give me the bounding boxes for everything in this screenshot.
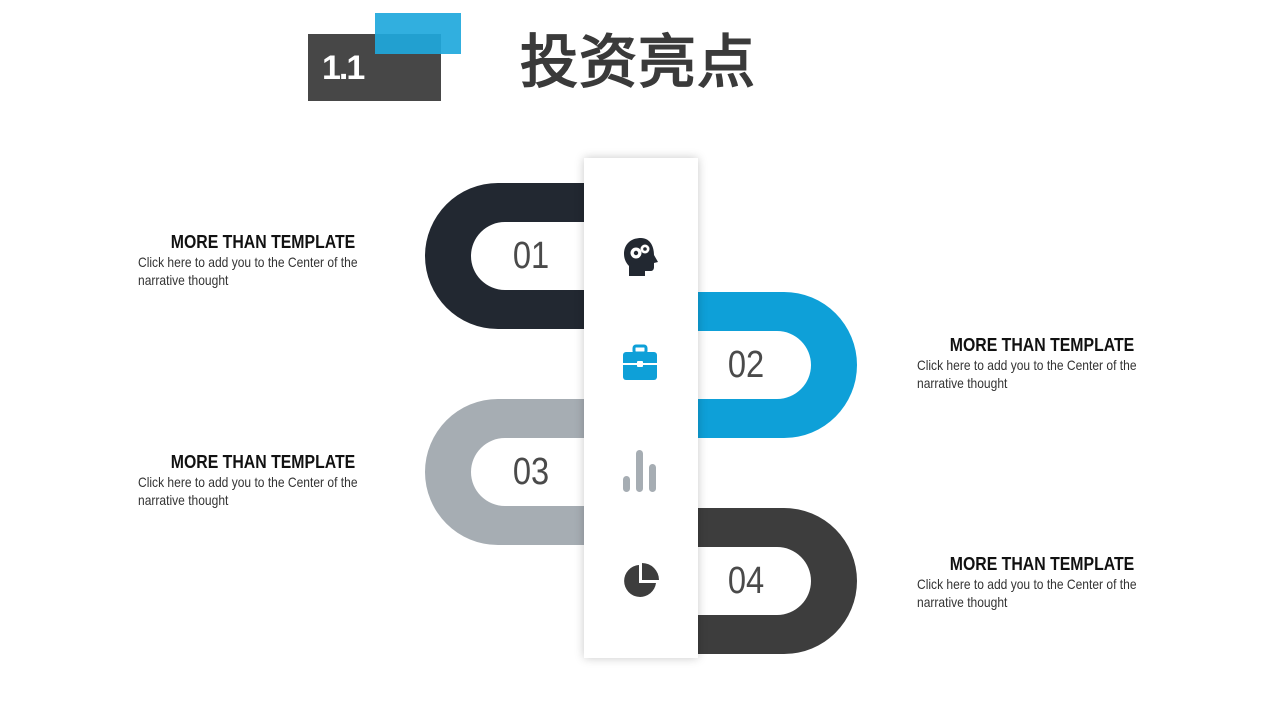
bar-chart-icon — [621, 450, 661, 492]
step-04-text: MORE THAN TEMPLATE Click here to add you… — [917, 553, 1167, 611]
step-04-heading: MORE THAN TEMPLATE — [949, 554, 1135, 574]
head-gears-icon — [621, 236, 661, 276]
page-title: 投资亮点 — [520, 28, 757, 96]
section-number: 1.1 — [322, 49, 365, 87]
step-02-number: 02 — [727, 344, 765, 386]
step-04-number: 04 — [727, 560, 765, 602]
step-02-body: Click here to add you to the Center of t… — [917, 357, 1137, 391]
step-02-text: MORE THAN TEMPLATE Click here to add you… — [917, 334, 1167, 392]
step-01-number: 01 — [512, 235, 550, 277]
section-number-accent — [375, 13, 461, 54]
step-03-heading: MORE THAN TEMPLATE — [170, 452, 356, 472]
pie-chart-icon — [622, 562, 662, 602]
step-01-body: Click here to add you to the Center of t… — [138, 254, 358, 288]
step-01-heading: MORE THAN TEMPLATE — [170, 232, 356, 252]
step-03-body: Click here to add you to the Center of t… — [138, 474, 358, 508]
step-02-track — [690, 292, 857, 438]
step-02-heading: MORE THAN TEMPLATE — [949, 335, 1135, 355]
step-03-text: MORE THAN TEMPLATE Click here to add you… — [138, 451, 388, 509]
step-03-track — [425, 399, 590, 545]
step-01-track — [425, 183, 590, 329]
briefcase-icon — [621, 344, 661, 384]
step-04-body: Click here to add you to the Center of t… — [917, 576, 1137, 610]
step-04-track — [690, 508, 857, 654]
step-03-number: 03 — [512, 451, 550, 493]
step-01-text: MORE THAN TEMPLATE Click here to add you… — [138, 231, 388, 289]
